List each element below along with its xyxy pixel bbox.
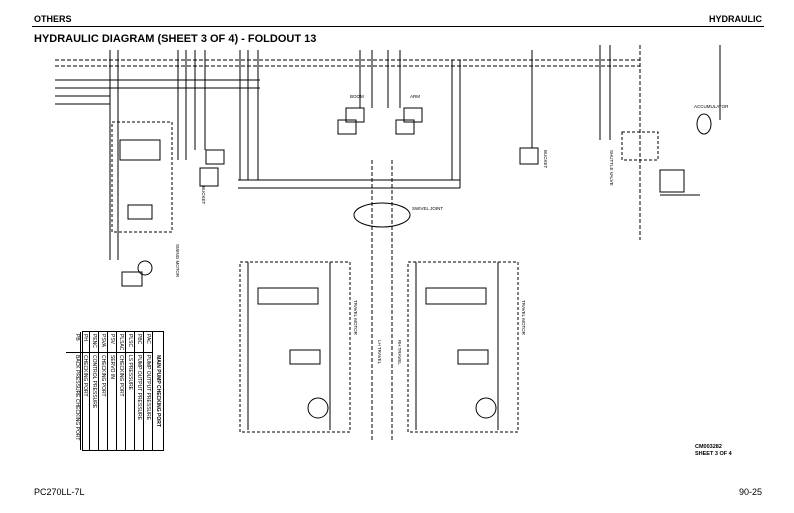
left-travel-label: TRAVEL MOTOR: [353, 300, 358, 336]
port-table-row: PENC CONTROL PRESSURE: [89, 332, 98, 450]
boom-label: BOOM: [350, 94, 364, 99]
left-travel-motor-symbol: [307, 397, 329, 419]
swing-motor-symbol: [137, 260, 153, 276]
port-table-row: PLSAC CHECKING PORT: [116, 332, 125, 450]
lh-travel-label: LH TRAVEL: [377, 340, 382, 365]
bucket-label-2: BUCKET: [543, 150, 548, 169]
left-travel-counterbalance: [289, 349, 321, 365]
arm-label: ARM: [410, 94, 420, 99]
header-rule: [32, 26, 764, 27]
shuttle-block: [621, 131, 659, 161]
arm-cyl-a: [395, 119, 415, 135]
accumulator-symbol: [696, 113, 712, 135]
port-code: PB: [66, 332, 80, 353]
arm-cyl-b: [403, 107, 423, 123]
right-travel-label: TRAVEL MOTOR: [521, 300, 526, 336]
drawing-sheet: SHEET 3 OF 4: [695, 451, 732, 457]
bucket-cyl-b: [199, 167, 219, 187]
port-description: CHECKING PORT: [82, 355, 88, 397]
header-section-label: OTHERS: [34, 14, 72, 24]
boom-cyl-a: [337, 119, 357, 135]
port-description: SERVO IN: [109, 355, 115, 379]
drawing-number: CM003282: [695, 444, 722, 450]
port-code: PENC: [90, 332, 98, 353]
footer-page-number: 90-25: [738, 487, 762, 497]
port-table-row: PSV SERVO IN: [107, 332, 116, 450]
swivel-label: SWIVEL JOINT: [412, 206, 443, 211]
port-code: PSV: [108, 332, 116, 353]
swing-label: SWING MOTOR: [175, 244, 180, 278]
swing-relief: [127, 204, 153, 220]
port-description: BACK PRESSURE CHECKING PORT: [74, 355, 80, 441]
port-description: PUMP OUTPUT PRESSURE: [136, 355, 142, 421]
solenoid-valve: [659, 169, 685, 193]
port-description: PUMP OUTPUT PRESSURE: [145, 355, 151, 421]
port-table-row: PB BACK PRESSURE CHECKING PORT: [66, 332, 80, 450]
port-description: CHECKING PORT: [118, 355, 124, 397]
right-travel-counterbalance: [457, 349, 489, 365]
port-code: PH: [81, 332, 89, 353]
port-description: CONTROL PRESSURE: [91, 355, 97, 409]
port-table-title: MAIN PUMP CHECKING PORT: [152, 332, 163, 450]
accumulator-label: ACCUMULATOR: [694, 104, 729, 109]
swing-valve: [119, 139, 161, 161]
port-table-row: PLSC LS PRESSURE: [125, 332, 134, 450]
right-travel-valve: [425, 287, 487, 305]
rh-travel-label: RH TRAVEL: [397, 340, 402, 365]
port-table-row: PBC PUMP OUTPUT PRESSURE: [134, 332, 143, 450]
port-table-row: PSVA CHECKING PORT: [98, 332, 107, 450]
port-code: PBC: [135, 332, 143, 353]
header-category-label: HYDRAULIC: [709, 14, 762, 24]
footer-model: PC270LL-7L: [34, 487, 85, 497]
port-table-row: PAC PUMP OUTPUT PRESSURE: [143, 332, 152, 450]
bucket-label: BUCKET: [201, 186, 206, 205]
page-title: HYDRAULIC DIAGRAM (SHEET 3 OF 4) - FOLDO…: [34, 33, 317, 45]
swivel-joint: [353, 202, 411, 228]
drawing-code: CM003282 SHEET 3 OF 4: [695, 444, 732, 458]
port-description: CHECKING PORT: [100, 355, 106, 397]
swing-brake: [121, 271, 143, 287]
right-travel-motor-block: [407, 261, 519, 433]
swing-motor-block: [111, 121, 173, 233]
left-travel-valve: [257, 287, 319, 305]
bucket-cyl-c: [519, 147, 539, 165]
bucket-cyl-a: [205, 149, 225, 165]
port-code: PLSAC: [117, 332, 125, 353]
shuttle-label: SHUTTLE VALVE: [609, 150, 614, 186]
port-code: PAC: [144, 332, 152, 353]
left-travel-motor-block: [239, 261, 351, 433]
port-code: PSVA: [99, 332, 107, 353]
right-travel-motor-symbol: [475, 397, 497, 419]
boom-cyl-b: [345, 107, 365, 123]
port-code: PLSC: [126, 332, 134, 353]
port-description: LS PRESSURE: [127, 355, 133, 391]
port-table-row: PH CHECKING PORT: [80, 332, 89, 450]
